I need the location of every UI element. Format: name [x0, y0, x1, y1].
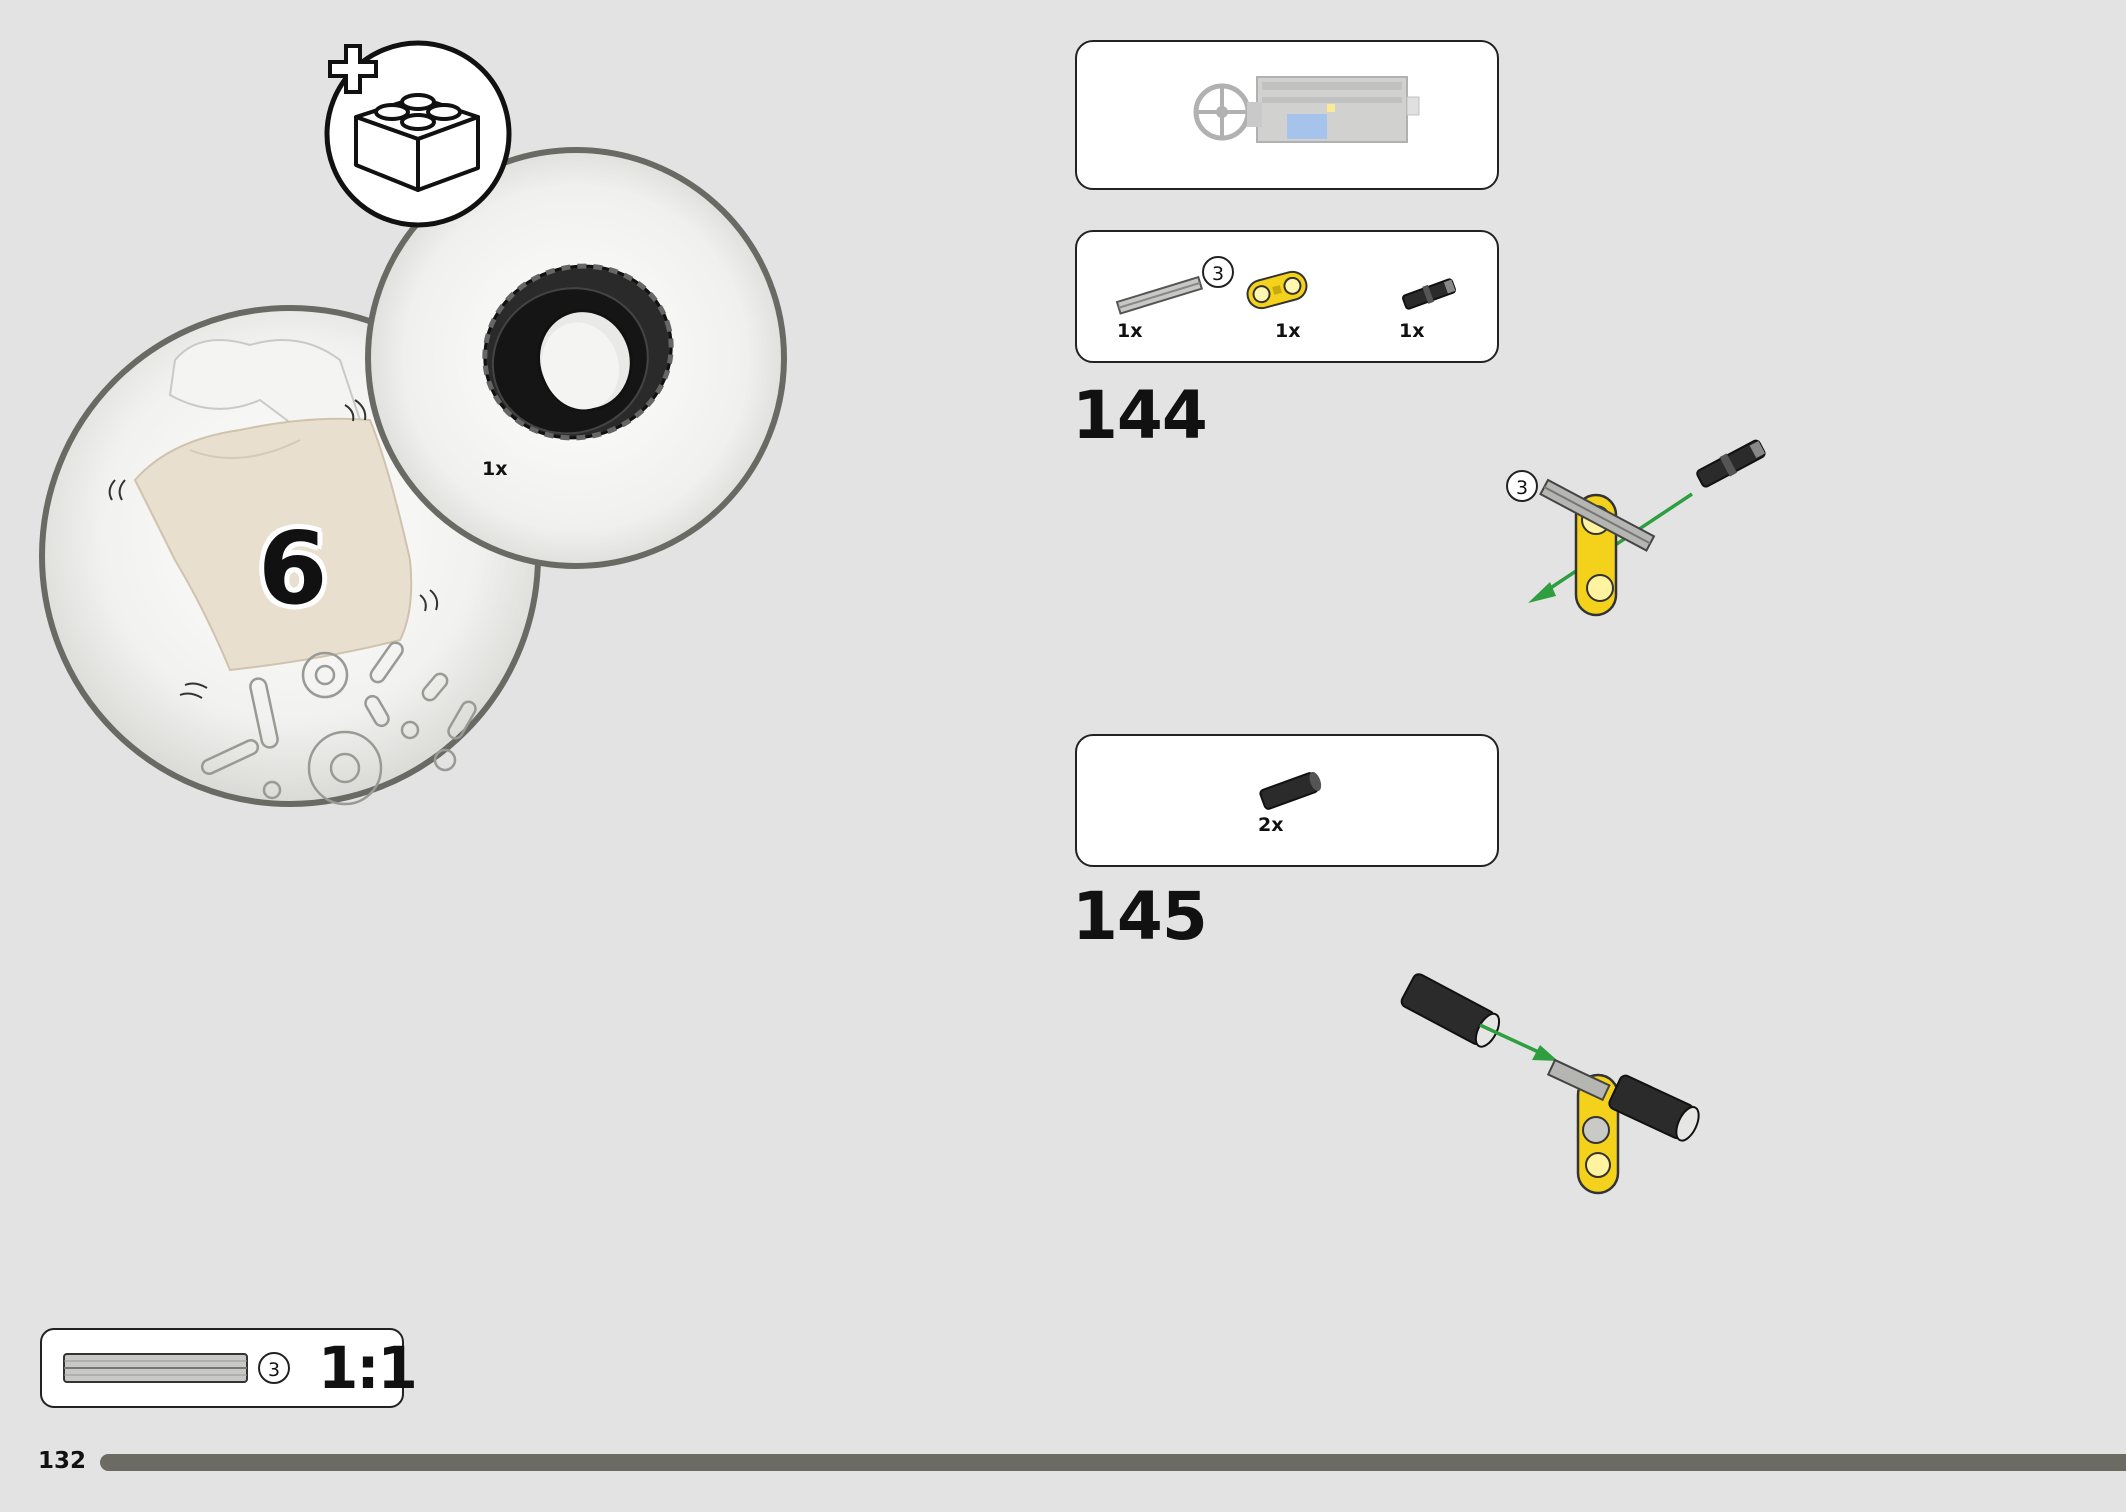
step-145-parts-box: 2x: [1075, 734, 1499, 867]
tire-qty: 1x: [482, 458, 508, 480]
yellow-connector-qty: 1x: [1275, 320, 1301, 342]
model-preview-box: [1075, 40, 1499, 190]
page-number: 132: [38, 1448, 87, 1474]
bag-number: 6: [258, 510, 328, 627]
axle-qty: 1x: [1117, 320, 1143, 342]
model-preview-image: [1193, 76, 1420, 143]
black-pin-qty: 1x: [1399, 320, 1425, 342]
scale-box: 3 1:1: [40, 1328, 418, 1408]
step-144-axle-callout: 3: [1506, 470, 1538, 502]
axle-length-badge: 3: [1202, 256, 1234, 288]
scale-axle-length-badge: 3: [258, 1352, 290, 1384]
black-axle-connector-qty: 2x: [1258, 814, 1284, 836]
scale-axle-icon: [63, 1353, 248, 1383]
yellow-connector-icon: [1246, 270, 1308, 310]
step-144-number: 144: [1072, 377, 1208, 454]
progress-bar: [100, 1454, 2126, 1471]
black-pin-icon: [1402, 278, 1456, 310]
scale-ratio: 1:1: [318, 1334, 418, 1402]
axle-3-icon: [1115, 275, 1204, 315]
step-144-parts-box: 3 1x 1x 1x: [1075, 230, 1499, 363]
step-145-number: 145: [1072, 878, 1208, 955]
black-axle-connector-icon: [1259, 771, 1322, 810]
